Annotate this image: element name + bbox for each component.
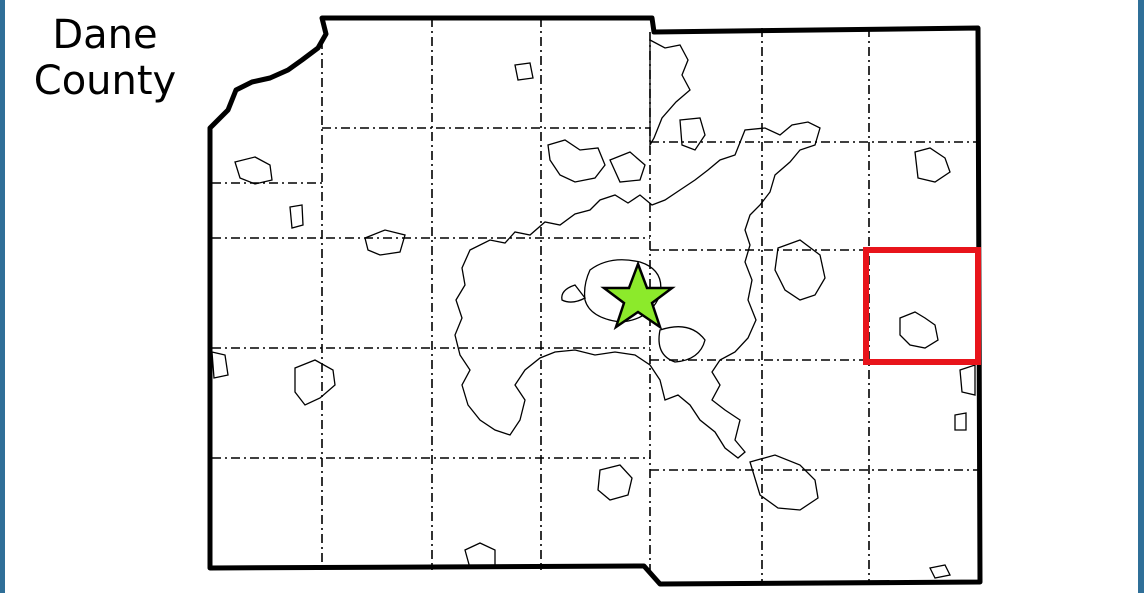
town-outline [774, 239, 826, 301]
urban-area [679, 117, 706, 151]
town-outline [514, 62, 534, 81]
highlighted-township [863, 247, 981, 365]
town-outline [211, 351, 229, 379]
town-outline [364, 229, 406, 256]
town-outline [914, 147, 951, 183]
urban-areas [211, 38, 976, 579]
town-outline [289, 204, 304, 229]
town-outline [954, 412, 967, 431]
town-outline [929, 564, 951, 579]
town-outline [899, 311, 939, 349]
town-outline [749, 454, 819, 511]
urban-area [547, 139, 606, 183]
town-outline [959, 364, 976, 396]
left-frame-rule [0, 0, 5, 593]
town-outline [597, 464, 633, 501]
county-boundary [207, 15, 983, 587]
madison-urban-area [454, 121, 821, 459]
town-outline [294, 359, 336, 406]
map-title: Dane County [20, 12, 190, 104]
urban-area [649, 38, 691, 148]
lake-outline [658, 326, 706, 363]
town-outline [234, 156, 273, 185]
title-line-2: County [33, 58, 177, 104]
urban-area [609, 151, 646, 183]
lake-outline [561, 284, 586, 303]
title-line-1: Dane [52, 12, 158, 58]
right-frame-rule [1138, 0, 1144, 593]
star-icon [600, 260, 676, 331]
